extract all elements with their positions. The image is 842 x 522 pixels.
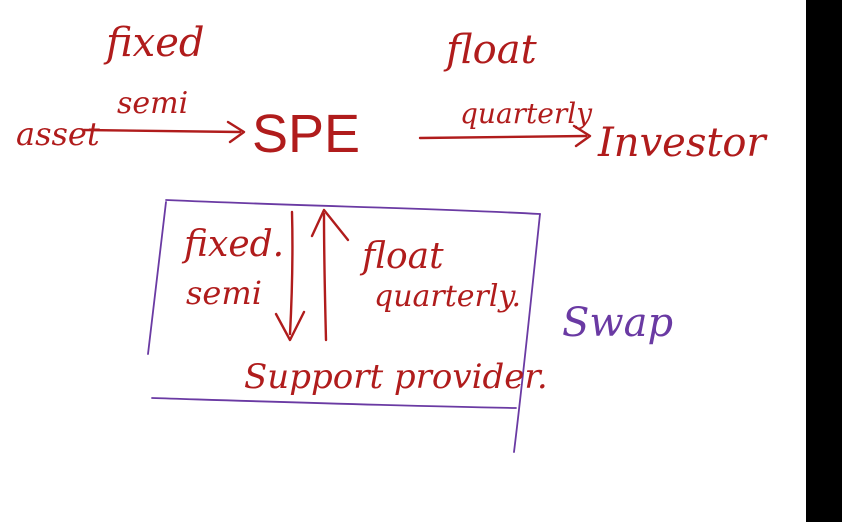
investor-node: Investor <box>597 120 769 166</box>
swap-box-left-edge <box>147 201 167 355</box>
top-left-fixed-text: fixed <box>103 20 205 66</box>
whiteboard-canvas: fixed semi float quarterly asset SPE Inv… <box>16 20 769 453</box>
top-right-quarterly-text: quarterly <box>460 97 593 130</box>
box-quarterly-text: quarterly. <box>374 279 521 314</box>
right-black-bar <box>806 0 842 522</box>
swap-box-bottom-edge <box>151 397 517 409</box>
support-provider-node: Support provider. <box>244 357 548 397</box>
box-fixed-text: fixed. <box>181 224 284 265</box>
swap-label: Swap <box>562 300 673 346</box>
spe-to-investor-arrow-line <box>418 134 588 140</box>
up-arrow-head <box>310 208 350 242</box>
swap-box-right-edge <box>513 213 541 453</box>
diagram-svg: fixed semi float quarterly asset SPE Inv… <box>16 20 769 453</box>
spe-node: SPE <box>252 104 360 164</box>
top-right-float-text: float <box>443 27 538 73</box>
spe-to-investor-arrowhead <box>572 124 592 148</box>
box-semi-text: semi <box>186 274 262 312</box>
box-float-text: float <box>359 236 444 277</box>
asset-to-spe-arrow-line <box>82 128 242 134</box>
top-left-semi-text: semi <box>117 86 188 121</box>
down-arrow-head <box>274 310 306 342</box>
down-arrow-line <box>288 210 294 336</box>
asset-to-spe-arrowhead <box>226 120 246 144</box>
swap-box-top-edge <box>165 199 541 215</box>
asset-node: asset <box>16 115 100 153</box>
up-arrow-line <box>322 212 328 342</box>
